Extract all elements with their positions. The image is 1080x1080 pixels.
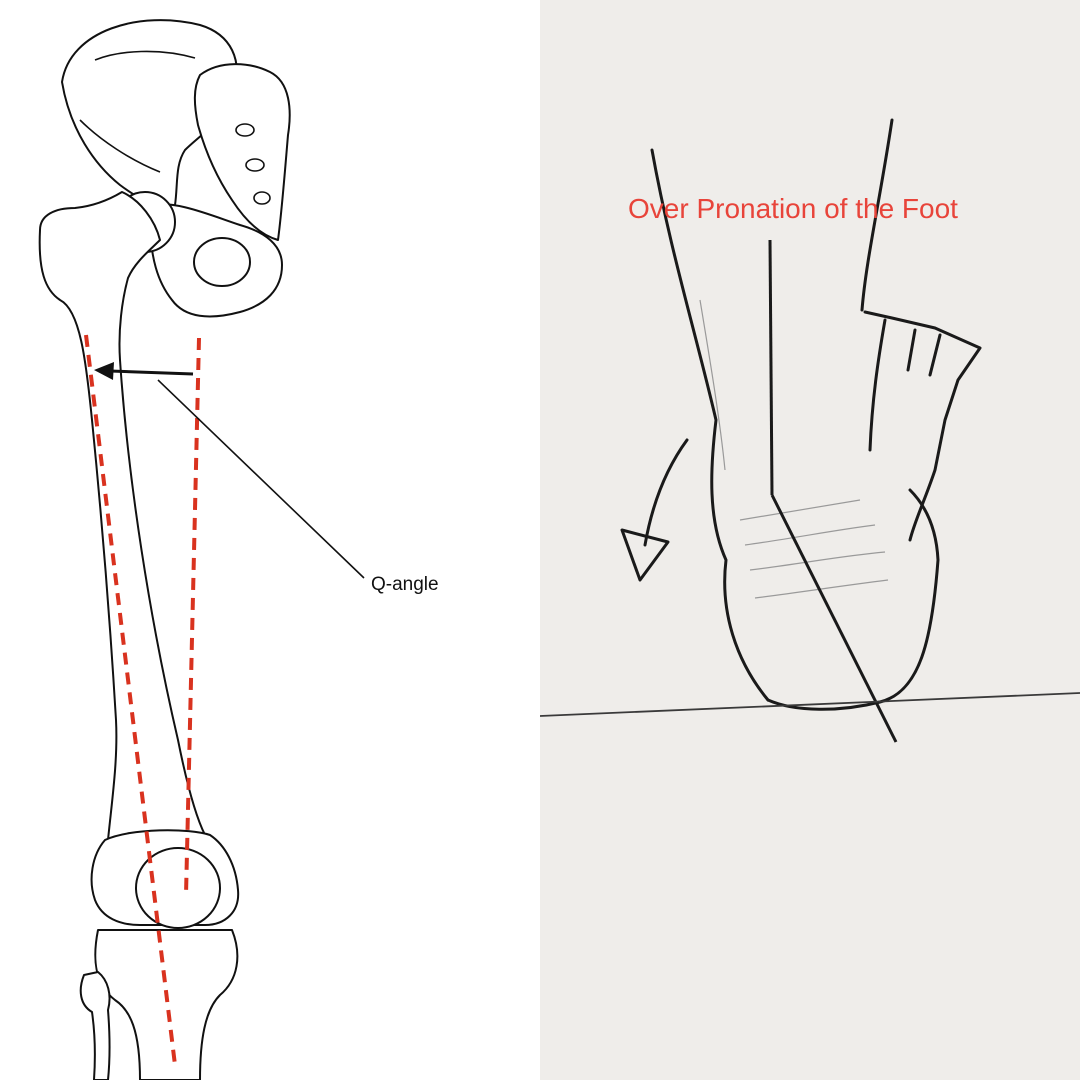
femur-illustration	[38, 19, 365, 1080]
heel-outline	[766, 488, 940, 711]
q-angle-arrow	[109, 369, 194, 376]
pelvis-sacrum	[193, 63, 291, 241]
femur-shaft	[38, 191, 206, 841]
q-angle-label: Q-angle	[371, 574, 439, 595]
ground-line	[540, 692, 1080, 717]
pronation-title: Over Pronation of the Foot	[628, 193, 958, 224]
arrow-head	[94, 362, 114, 380]
obturator-foramen	[193, 237, 251, 287]
pelvis-ilium	[61, 19, 238, 208]
foot-sketch	[540, 118, 1080, 743]
pronation-panel: Over Pronation of the Foot	[540, 0, 1080, 1080]
forefoot-outline	[863, 310, 982, 542]
fibula	[79, 971, 111, 1080]
pronation-arrow-head	[620, 528, 670, 582]
leg-outline-left	[650, 148, 770, 702]
tibia	[94, 929, 239, 1080]
q-angle-panel: Q-angle	[38, 19, 439, 1080]
pronation-arrow	[643, 438, 689, 547]
leg-outline-right	[860, 118, 894, 312]
vertical-reference-line	[184, 337, 201, 896]
patella	[135, 847, 221, 929]
leg-axis-line	[768, 239, 774, 496]
q-angle-leader-line	[157, 379, 365, 579]
femoral-axis-line	[84, 334, 177, 1066]
